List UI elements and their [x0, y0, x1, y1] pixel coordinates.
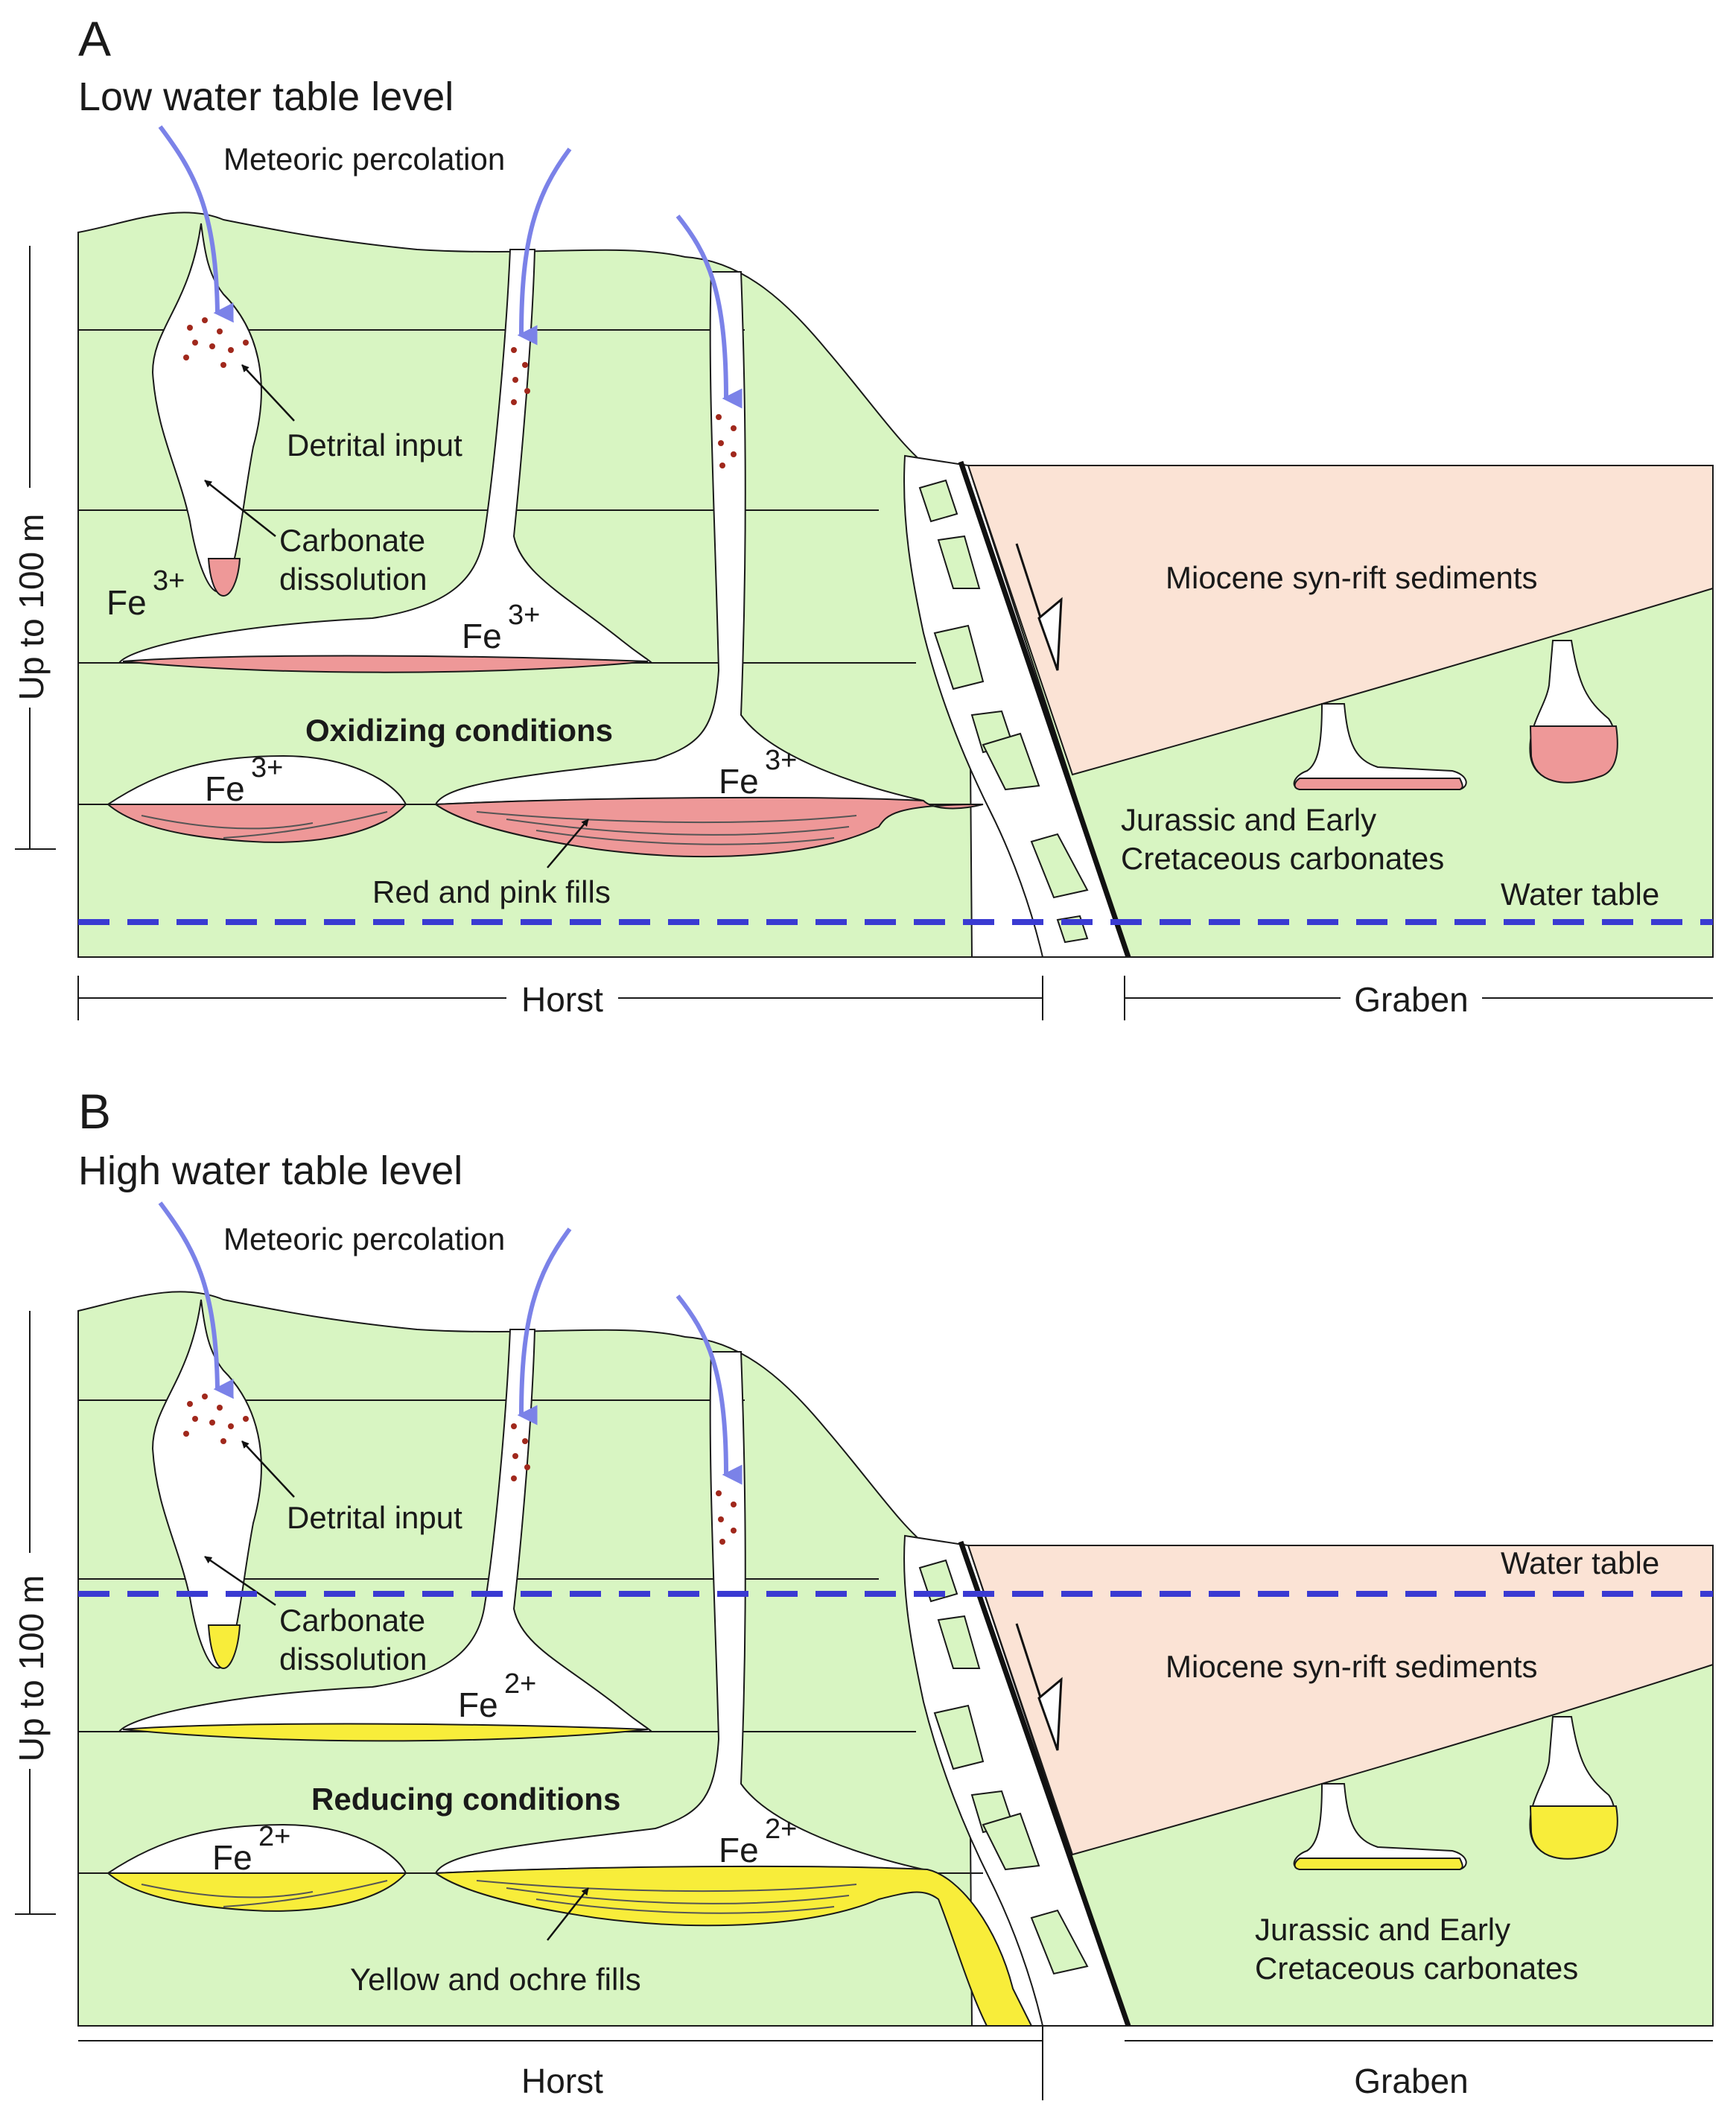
svg-text:3+: 3+ — [251, 752, 283, 784]
fe-ion-4: Fe 3+ — [719, 745, 797, 801]
svg-text:2+: 2+ — [765, 1814, 797, 1845]
panel-b: B High water table level — [12, 1084, 1714, 2100]
meteoric-label: Meteoric percolation — [223, 142, 505, 177]
breccia-clasts — [918, 479, 1089, 944]
svg-text:Fe: Fe — [106, 583, 147, 622]
svg-text:2+: 2+ — [258, 1821, 290, 1852]
detrital-label: Detrital input — [287, 428, 462, 463]
scale-bar — [15, 1311, 56, 1915]
detrital-label: Detrital input — [287, 1500, 462, 1535]
svg-text:Fe: Fe — [719, 762, 759, 801]
horst-label: Horst — [521, 2062, 603, 2100]
normal-fault — [958, 460, 1131, 959]
svg-text:3+: 3+ — [508, 600, 540, 631]
miocene-label: Miocene syn-rift sediments — [1166, 560, 1538, 595]
svg-text:3+: 3+ — [153, 565, 185, 597]
jurassic-label-2: Cretaceous carbonates — [1121, 841, 1444, 876]
breccia-clasts — [918, 1559, 1089, 1975]
svg-text:2+: 2+ — [504, 1668, 536, 1700]
svg-text:Fe: Fe — [719, 1831, 759, 1869]
fills-label: Yellow and ochre fills — [350, 1962, 641, 1997]
graben-label: Graben — [1354, 980, 1468, 1019]
laminae — [141, 811, 857, 845]
pointer-arrows — [204, 1440, 589, 1941]
carbonate-dissolution-label-2: dissolution — [279, 562, 427, 597]
horst-label: Horst — [521, 980, 603, 1019]
jurassic-label-1: Jurassic and Early — [1121, 802, 1376, 837]
meteoric-arrows — [158, 125, 743, 409]
graben-label: Graben — [1354, 2062, 1468, 2100]
fault-motion-arrow — [1015, 1623, 1063, 1751]
meteoric-arrows — [158, 1201, 743, 1485]
carbonate-dissolution-label-1: Carbonate — [279, 1603, 425, 1638]
miocene-sediments — [967, 1545, 1714, 1856]
fills-label: Red and pink fills — [372, 874, 611, 909]
svg-text:3+: 3+ — [765, 745, 797, 776]
detrital-dots — [183, 1394, 737, 1545]
panel-b-letter: B — [78, 1084, 111, 1139]
svg-text:Fe: Fe — [462, 617, 502, 655]
svg-text:Fe: Fe — [205, 769, 245, 808]
scale-label: Up to 100 m — [12, 1575, 51, 1762]
jurassic-label-1: Jurassic and Early — [1255, 1912, 1510, 1947]
horst-graben-bar — [78, 2026, 1713, 2100]
fe-ion-2: Fe 2+ — [212, 1821, 290, 1877]
carbonate-dissolution-label-1: Carbonate — [279, 523, 425, 558]
carbonate-dissolution-label-2: dissolution — [279, 1642, 427, 1677]
fe-ion-2: Fe 3+ — [462, 600, 540, 655]
condition-label: Reducing conditions — [311, 1782, 620, 1817]
scale-bar — [15, 246, 56, 850]
svg-text:Fe: Fe — [212, 1838, 252, 1877]
normal-fault — [958, 1540, 1131, 2027]
fault-motion-arrow — [1015, 543, 1063, 671]
svg-text:Fe: Fe — [458, 1685, 498, 1724]
horst-graben-bar — [77, 976, 1713, 1020]
panel-a-letter: A — [78, 11, 111, 66]
detrital-dots — [183, 317, 737, 468]
water-table-label: Water table — [1501, 1545, 1659, 1580]
scale-label: Up to 100 m — [12, 514, 51, 701]
panel-a-title: Low water table level — [78, 74, 454, 119]
fe-ion-1: Fe 3+ — [106, 565, 185, 622]
oxidized-fills — [106, 558, 1618, 857]
fe-ion-3: Fe 3+ — [205, 752, 283, 808]
laminae — [141, 1880, 857, 1914]
fe-ion-3: Fe 2+ — [719, 1814, 797, 1869]
miocene-sediments — [967, 465, 1714, 776]
meteoric-label: Meteoric percolation — [223, 1221, 505, 1256]
panel-a: A Low water table level — [12, 11, 1714, 1020]
water-table-label: Water table — [1501, 877, 1659, 912]
condition-label: Oxidizing conditions — [305, 713, 613, 748]
pointer-arrows — [204, 364, 589, 868]
jurassic-label-2: Cretaceous carbonates — [1255, 1951, 1578, 1986]
panel-b-title: High water table level — [78, 1148, 462, 1193]
miocene-label: Miocene syn-rift sediments — [1166, 1649, 1538, 1684]
fe-ion-1: Fe 2+ — [458, 1668, 536, 1724]
